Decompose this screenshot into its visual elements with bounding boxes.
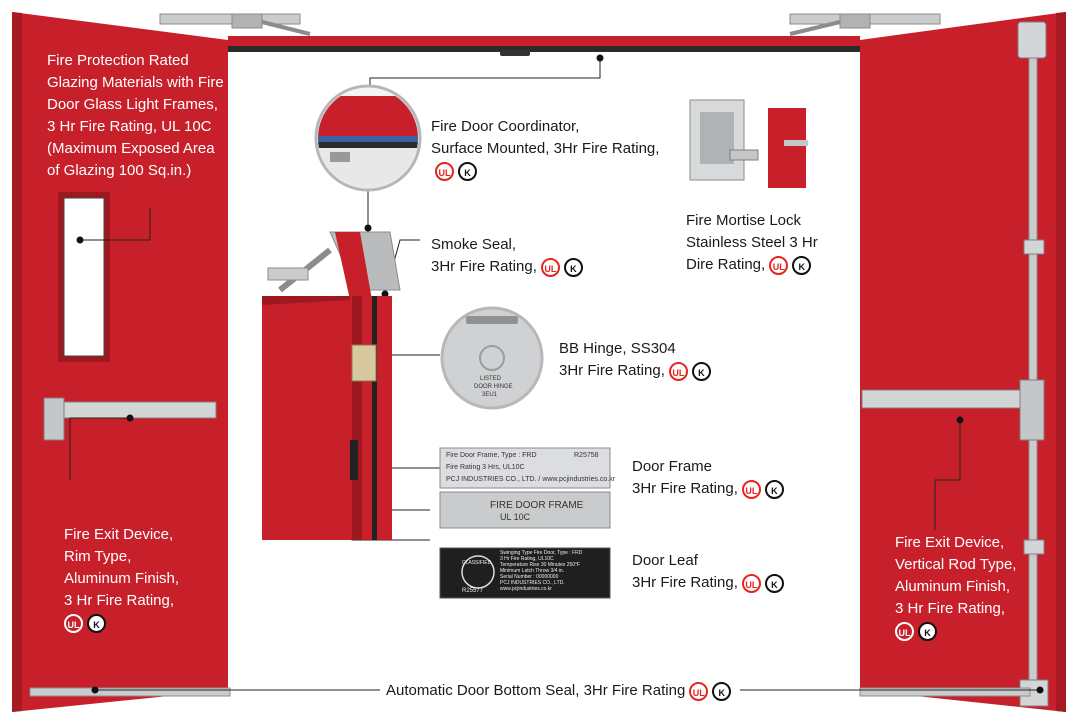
leaf-plate-lines: Swinging Type Fire Door, Type : FRD 3 Hr… [500,550,583,592]
left-door-closer [159,13,311,36]
rim-exit-device [43,397,217,441]
ul-mark-icon: UL [540,257,560,277]
frame-stamp-text: FIRE DOOR FRAME [490,500,584,511]
hinge-door: DOOR HINGE [474,384,513,390]
frame-stamp-ul: UL 10C [500,512,531,522]
vertical-rod-exit-device [861,21,1049,707]
leaf-plate-code: R25577 [462,588,484,594]
ul-mark-icon: UL [668,361,688,381]
kc-mark-icon: K [918,621,937,641]
ul-mark-icon: UL [64,613,83,633]
rim-exit-label: Fire Exit Device, Rim Type, Aluminum Fin… [64,524,179,634]
ul-mark-icon: UL [895,621,914,641]
kc-mark-icon: K [792,255,812,275]
hinge-code: 3EU1 [482,392,498,398]
vision-glass-light [58,192,110,362]
right-bottom-seal [859,687,1031,697]
right-door-leaf [860,12,1066,712]
ul-mark-icon: UL [741,479,761,499]
frame-plate-type: Fire Door Frame, Type : FRD [446,452,537,459]
door-leaf-plate [439,547,611,599]
right-door-closer [789,13,941,36]
hinge-listed: LISTED [480,376,502,382]
ul-mark-icon: UL [769,255,789,275]
kc-mark-icon: K [691,361,711,381]
kc-mark-icon: K [458,161,477,181]
vertical-rod-exit-label: Fire Exit Device, Vertical Rod Type, Alu… [895,532,1016,642]
door-section-illustration [262,231,401,540]
mortise-lock-photo [689,99,808,188]
kc-mark-icon: K [563,257,583,277]
frame-plate-rating: Fire Rating 3 Hrs, UL10C [446,464,525,471]
left-bottom-seal [29,687,231,697]
kc-mark-icon: K [87,613,106,633]
mortise-lock-label: Fire Mortise Lock Stainless Steel 3 Hr D… [686,212,818,275]
left-door-leaf [12,12,228,712]
coordinator-detail [314,84,422,192]
bottom-seal-label: Automatic Door Bottom Seal, 3Hr Fire Rat… [386,680,735,702]
door-frame-plates [439,447,611,529]
coordinator-label: Fire Door Coordinator, Surface Mounted, … [431,116,659,182]
ul-mark-icon: UL [435,161,454,181]
kc-mark-icon: K [764,573,784,593]
kc-mark-icon: K [764,479,784,499]
frame-plate-maker: PCJ INDUSTRIES CO., LTD. / www.pcjindust… [446,476,616,483]
coordinator-bar [228,46,860,52]
kc-mark-icon: K [712,681,732,701]
ul-mark-icon: UL [741,573,761,593]
frame-plate-code: R25758 [574,452,599,459]
leaf-plate-classified: CLASSIFIED [462,560,492,566]
ul-mark-icon: UL [689,681,709,701]
glazing-label: Fire Protection Rated Glazing Materials … [47,52,224,179]
hinge-detail [440,306,544,410]
